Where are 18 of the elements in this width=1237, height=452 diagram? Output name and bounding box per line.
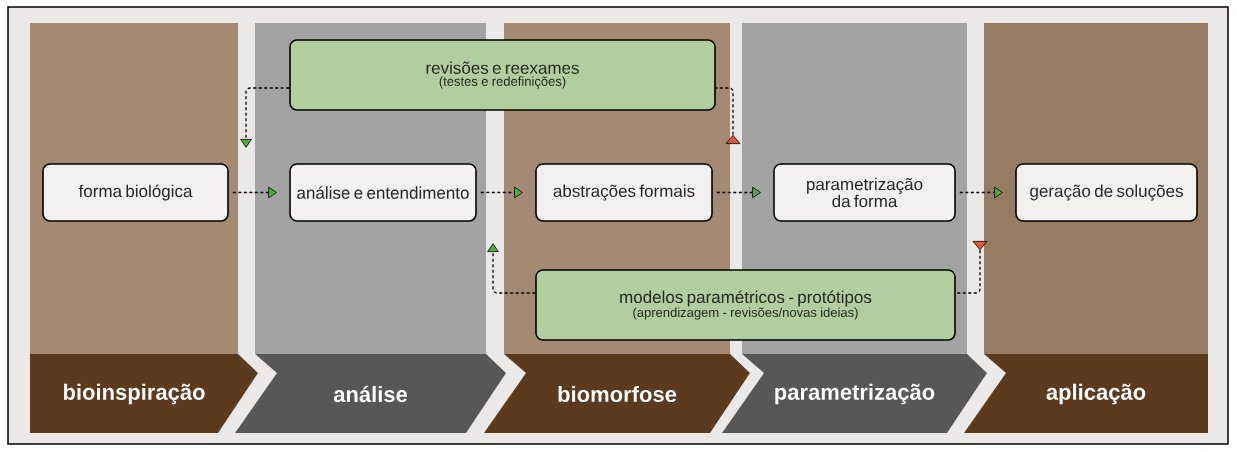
triangle-marker xyxy=(972,241,988,251)
feedback-box: modelos paramétricos - protótipos (aprendizagem - revisões/novas ideias) xyxy=(535,269,956,341)
triangle-marker xyxy=(725,134,741,144)
process-box: geração de soluções xyxy=(1015,163,1198,222)
process-box: análise e entendimento xyxy=(289,163,477,222)
phase-band: biomorfose xyxy=(484,354,750,433)
dashed-arrow xyxy=(240,87,290,148)
dashed-arrow xyxy=(232,186,277,199)
phase-band: análise xyxy=(235,354,506,433)
process-box: parametrização da forma xyxy=(773,163,956,222)
dashed-arrow xyxy=(480,186,523,199)
dashed-arrow xyxy=(487,243,536,294)
feedback-box: revisões e reexames (testes e redefinições) xyxy=(289,39,716,111)
process-box: abstrações formais xyxy=(535,163,713,222)
process-box: forma biológica xyxy=(42,163,229,222)
phase-band: parametrização xyxy=(722,354,987,433)
dashed-arrow xyxy=(959,186,1003,199)
dashed-arrow xyxy=(716,186,761,199)
